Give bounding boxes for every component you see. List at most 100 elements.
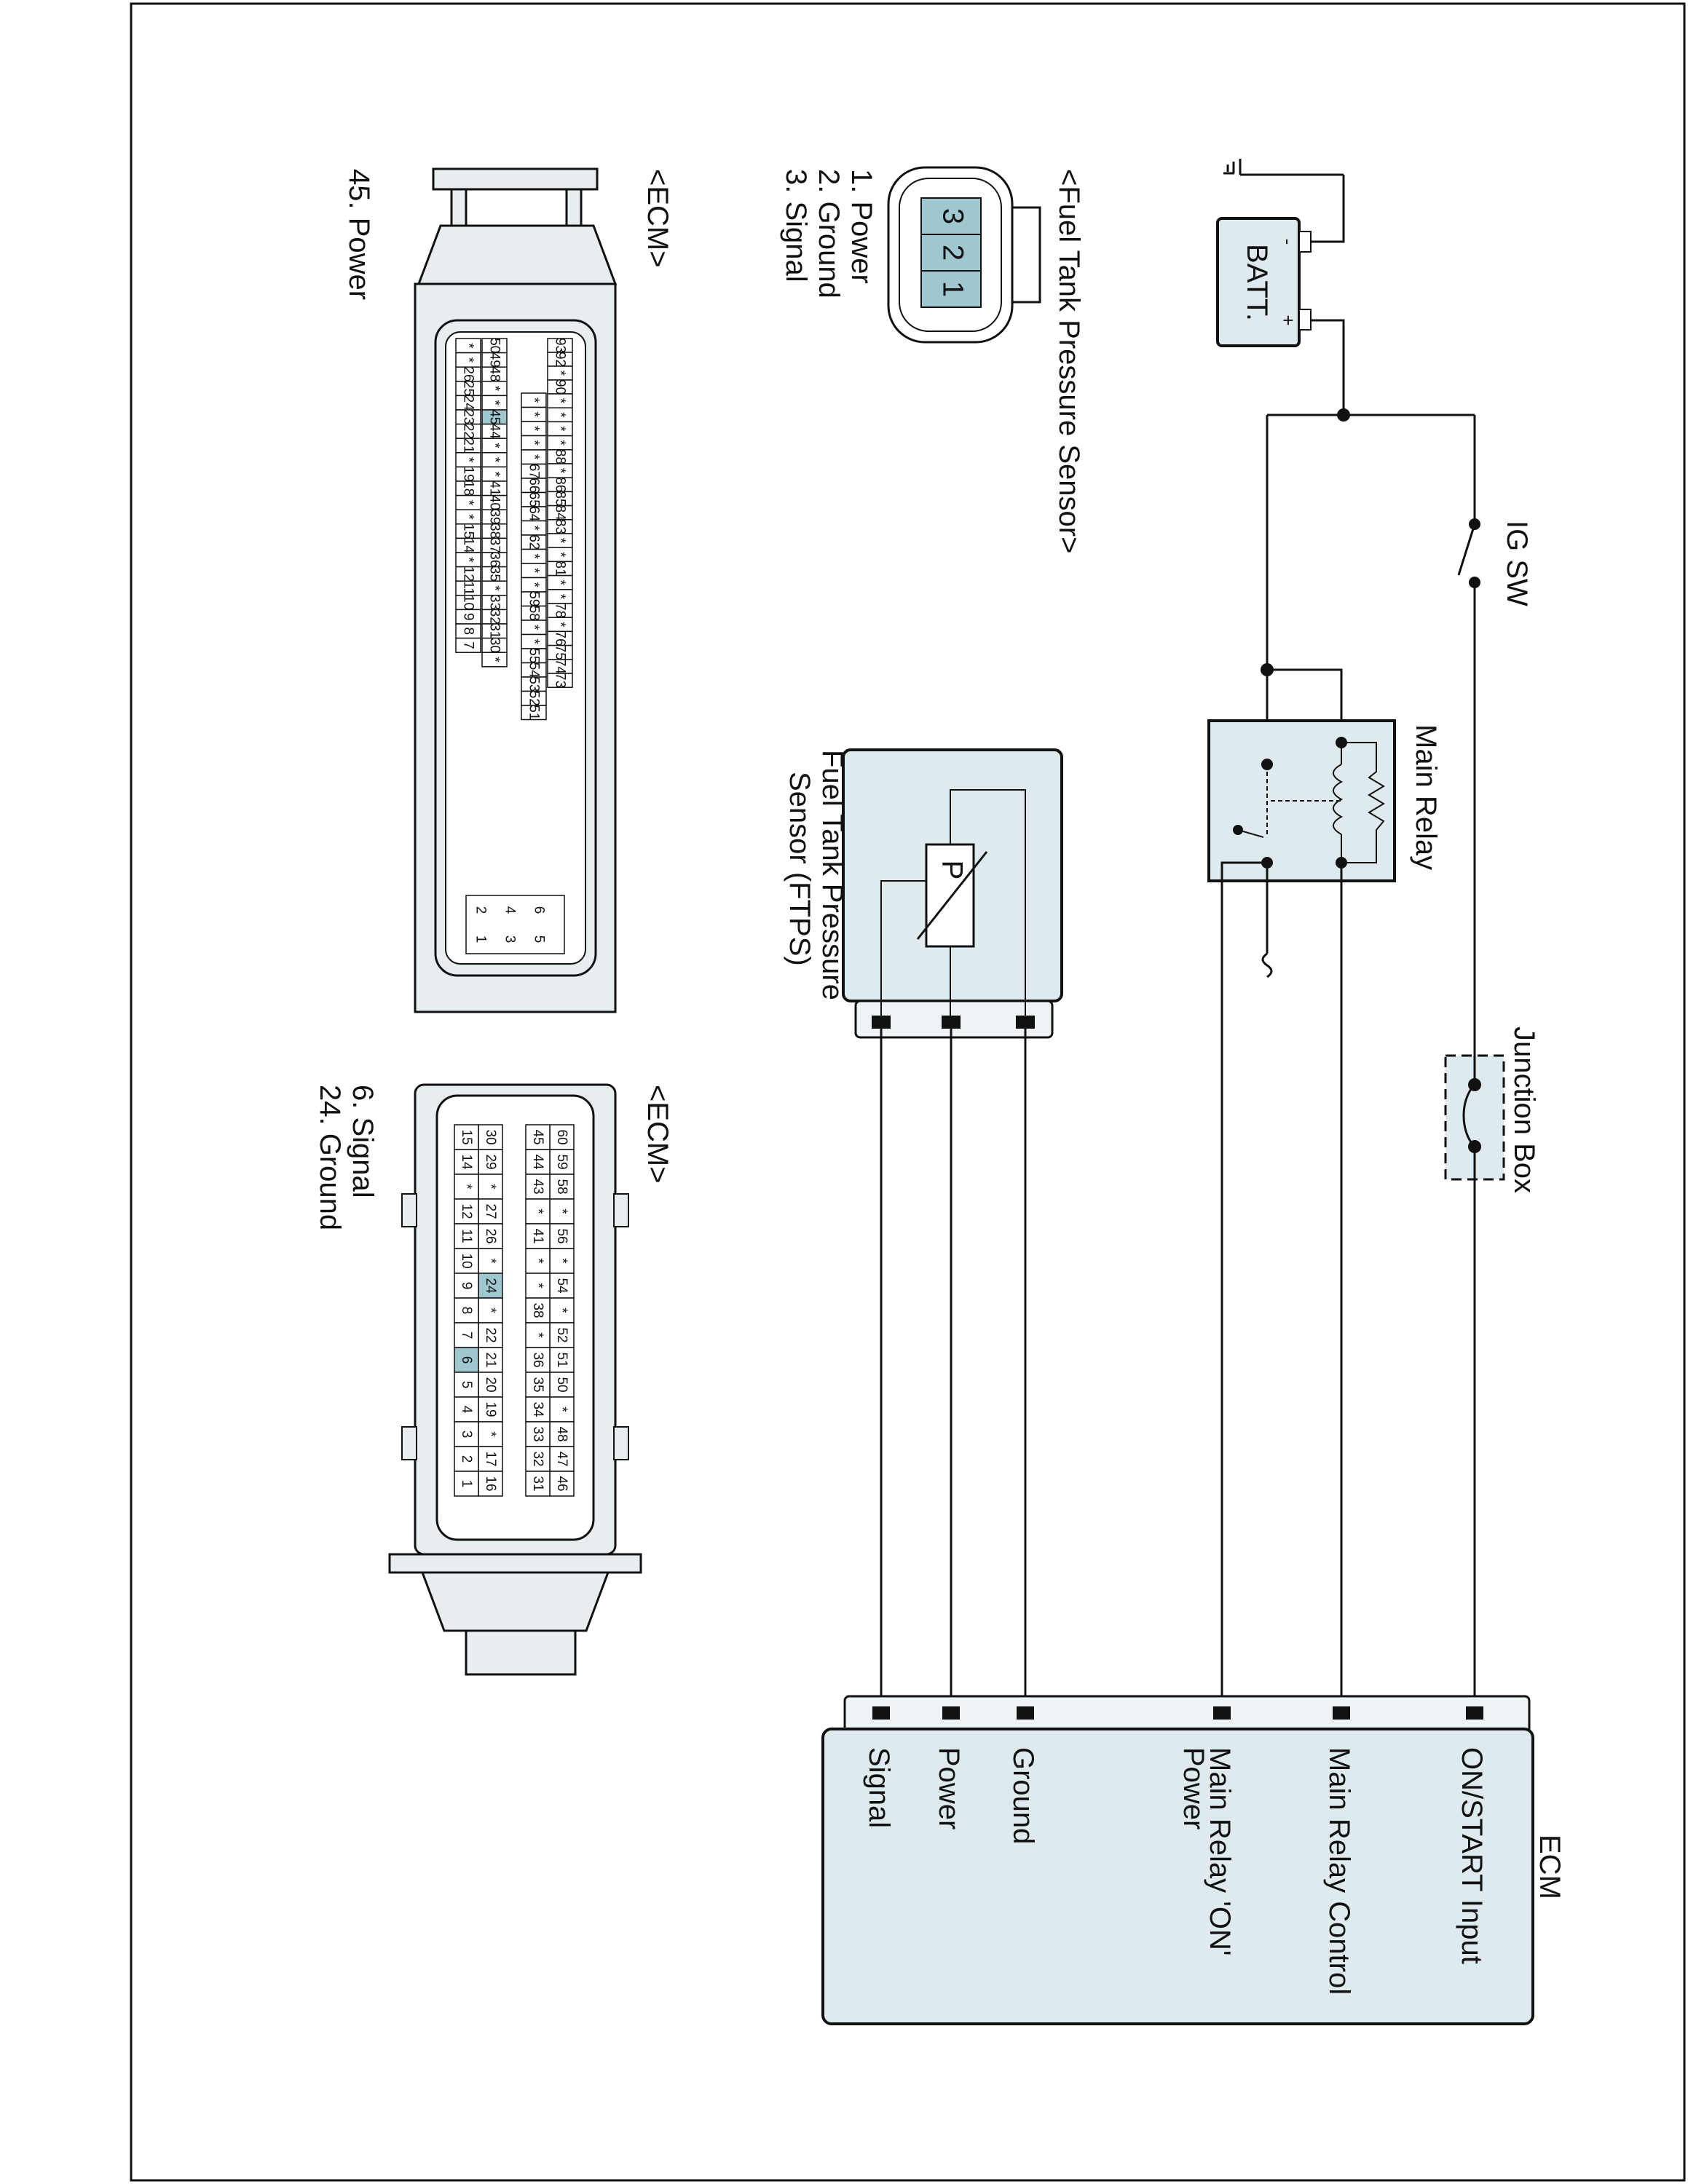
sensor-connector: 3 2 1 <Fuel Tank Pressure Sensor> 1. Pow…	[780, 166, 1085, 553]
ecm1-pin-r3-21: 7	[461, 641, 476, 649]
ecm1-pin-r0-15: 78	[553, 603, 568, 618]
ecm2-pin-r3-9: 6	[459, 1356, 474, 1364]
ecm2-pin-r3-13: 2	[459, 1455, 474, 1463]
ecm1-pin-r1-0: *	[526, 397, 542, 403]
sensor-legend-3: 3. Signal	[780, 169, 812, 282]
ecm1-pin-r0-14: *	[553, 594, 568, 600]
sensor-pin-3: 3	[936, 208, 969, 224]
ecm1-pin-r1-15: 58	[526, 606, 542, 621]
sensor-legend-1: 1. Power	[845, 169, 877, 284]
ecm2-pin-r1-6-cell	[525, 1273, 551, 1299]
ecm2-pin-r2-4: 26	[483, 1228, 498, 1243]
ecm2-pin-r0-2: 58	[554, 1179, 569, 1194]
ftps-symbol: P	[936, 860, 968, 880]
ecm1-pin-r3-4: 24	[461, 395, 476, 411]
ecm1-pin-r3-16: 12	[461, 566, 476, 582]
ecm2-pin-r2-13: 17	[483, 1451, 498, 1466]
ecm2-pin-r1-12-cell	[525, 1421, 551, 1447]
ecm2-pin-r1-8: *	[530, 1332, 545, 1338]
ecm1-pin-r0-7: 85	[553, 491, 568, 506]
ecm2-pin-r3-12: 3	[459, 1431, 474, 1439]
ecm1-pin-r2-2: 48	[487, 366, 502, 381]
ecm2-pin-r1-3-cell	[525, 1198, 551, 1224]
ecm1-pin-r1-9: *	[526, 526, 542, 531]
ecm1-pin-r1-7: 65	[526, 492, 542, 507]
ecm2-pin-r1-11: 34	[530, 1401, 545, 1417]
ecm2-pin-r2-3-cell	[478, 1198, 503, 1224]
ecm1-pin-r1-1: *	[526, 412, 542, 418]
ecm2-pin-r1-7-cell	[525, 1297, 551, 1324]
ecm2-pin-r2-0: 30	[483, 1129, 498, 1144]
ecm2-pin-r2-2: *	[483, 1184, 498, 1190]
ecm2-pin-r1-8-cell	[525, 1322, 551, 1348]
ecm2-pin-r0-2-cell	[549, 1174, 575, 1200]
ecm1-pin-r2-22: *	[487, 657, 502, 662]
ecm2-pin-r3-14-cell	[454, 1471, 479, 1497]
ecm1-pin-r2-11: 40	[487, 495, 502, 510]
ecm1-pin-r2-15: 36	[487, 552, 502, 567]
ecm2-pin-r3-7-cell	[454, 1297, 479, 1324]
ecm2-pin-r3-7: 8	[459, 1307, 474, 1315]
ecm-label: ECM	[1534, 1835, 1566, 1899]
ecm1-pin-r3-14: 14	[461, 538, 476, 554]
ecm2-pin-r3-10: 5	[459, 1381, 474, 1389]
ecm1-pin-r0-19: 74	[553, 659, 568, 675]
ecm2-pin-r3-1: 14	[459, 1154, 474, 1170]
ecm1-pin-r1-20: 53	[526, 676, 542, 692]
ecm2-pin-r1-7: 38	[530, 1302, 545, 1318]
ecm2-pin-r1-9: 36	[530, 1352, 545, 1367]
ecm1-pin-r3-7: 21	[461, 438, 476, 453]
ecm2-pin-r1-3: *	[530, 1208, 545, 1214]
ecm2-pin-r0-14: 46	[554, 1476, 569, 1491]
battery-plus-label: +	[1277, 314, 1299, 325]
ecm2-pin-r0-5: *	[554, 1258, 569, 1264]
ecm2-pin-r3-10-cell	[454, 1372, 479, 1398]
ecm-pin-on-start: ON/START Input	[1456, 1747, 1488, 1964]
ecm-connector-2-pins: 605958*56*54*525150*484746454443*41**38*…	[454, 1124, 575, 1497]
ecm1-pin-r0-4: 88	[553, 449, 568, 464]
ecm2-pin-r0-8: 52	[554, 1327, 569, 1342]
page-border	[130, 2, 1686, 2182]
ecm2-pin-r0-4: 56	[554, 1228, 569, 1243]
ecm1-small-pin-4: 4	[502, 906, 518, 914]
ecm-connector-2: <ECM> 6. Signal 24. Ground 605958*56*54*…	[314, 1083, 674, 1676]
ecm2-pin-r3-3: 12	[459, 1203, 474, 1219]
ecm1-pin-r0-9: 83	[553, 519, 568, 534]
ecm2-pin-r2-1: 29	[483, 1154, 498, 1169]
ecm1-pin-r0-13: *	[553, 579, 568, 585]
ecm2-pin-r3-4-cell	[454, 1223, 479, 1249]
battery: BATT. - +	[1216, 217, 1312, 347]
ecm2-pin-r1-1: 44	[530, 1154, 545, 1170]
ecm2-pin-r3-1-cell	[454, 1149, 479, 1175]
ecm1-small-block	[465, 895, 565, 954]
ecm1-pin-r1-19: 54	[526, 662, 542, 678]
ecm1-pin-r2-7: *	[487, 443, 502, 448]
fuel-tank-pressure-sensor: P Fuel Tank Pressure Sensor (FTPS)	[784, 748, 1063, 1039]
ecm2-pin-r0-1: 59	[554, 1154, 569, 1169]
ground-icon	[1223, 159, 1344, 176]
ecm2-pin-r0-3: *	[554, 1208, 569, 1214]
ecm1-pin-r3-11: *	[461, 500, 476, 506]
ecm1-pin-r2-4: *	[487, 400, 502, 405]
ecm1-pin-r0-18: 75	[553, 645, 568, 660]
ecm1-pin-r2-19: 32	[487, 609, 502, 625]
ecm2-pin-r1-10-cell	[525, 1372, 551, 1398]
sensor-pin-1: 1	[936, 281, 969, 297]
ecm2-pin-r3-11: 4	[459, 1406, 474, 1414]
ecm1-pin-r1-17: *	[526, 639, 542, 645]
ecm1-pin-r2-13: 38	[487, 523, 502, 539]
ecm1-pin-r1-22: 51	[526, 705, 542, 720]
ecm2-pin-r1-13: 32	[530, 1451, 545, 1466]
ecm2-pin-r2-5-cell	[478, 1248, 503, 1274]
ecm1-pin-r1-11: *	[526, 554, 542, 560]
ecm1-pin-r2-0: 50	[487, 338, 502, 353]
ecm1-pin-r3-18: 10	[461, 595, 476, 610]
ecm1-pin-r0-6: 86	[553, 477, 568, 492]
ecm2-pin-r3-9-cell	[454, 1347, 479, 1373]
ecm1-pin-r1-3: *	[526, 440, 542, 446]
ecm1-pin-r0-17: 76	[553, 630, 568, 646]
ecm1-pin-r3-9: 19	[461, 467, 476, 482]
ecm2-pin-r0-10: 50	[554, 1377, 569, 1392]
ecm2-pin-r0-0: 60	[554, 1129, 569, 1144]
ecm1-pin-r2-9: *	[487, 471, 502, 477]
